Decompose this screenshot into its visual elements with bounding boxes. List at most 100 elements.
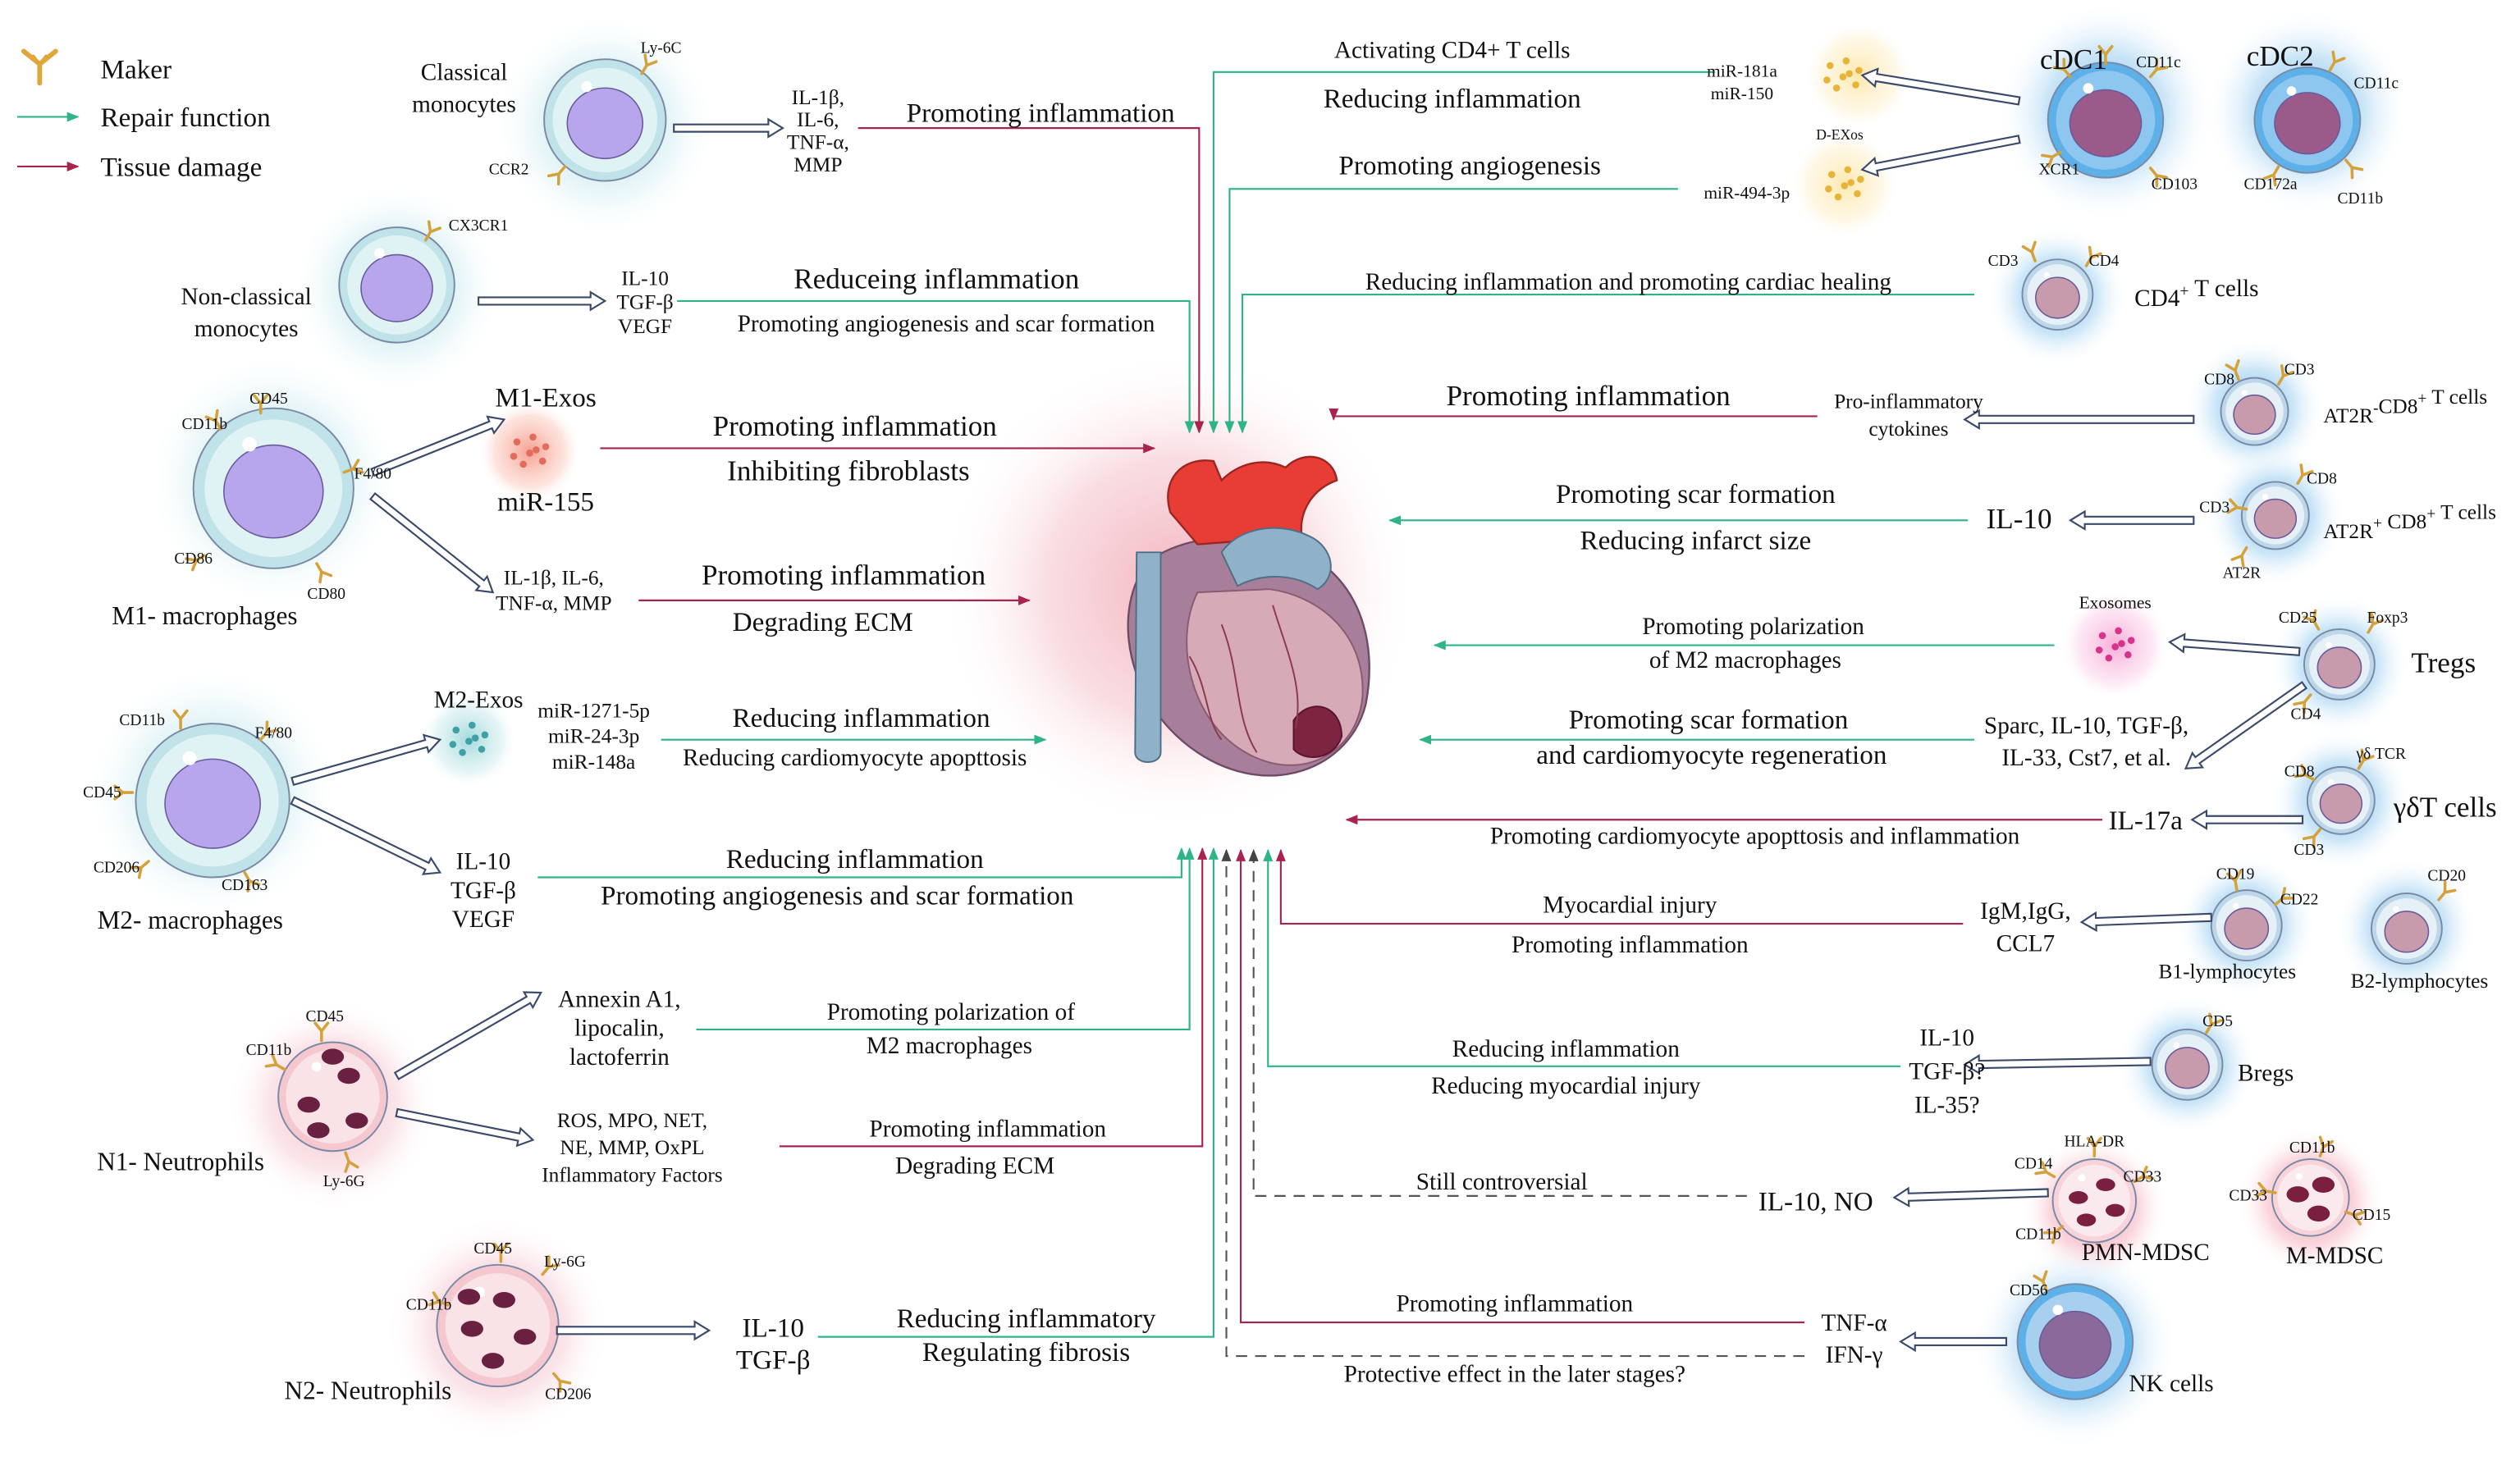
n2-receptor-icon [428,1291,450,1307]
pmn-receptor-icon [2133,1166,2155,1184]
marker-cd15: CD15 [2353,1207,2391,1224]
classical-factors-line: TNF-α, [787,131,849,154]
n1-granule [337,1067,360,1084]
marker-cd11b-n2: CD11b [406,1296,452,1313]
dc-mir1-line: miR-150 [1711,84,1773,103]
nk-effect2: Protective effect in the later stages? [1344,1361,1685,1387]
tregs-exosome-icon [2115,627,2122,635]
nk-line-2 [1221,848,1805,1358]
m1-exosome-icon [510,452,518,460]
m2-exosome-icon [459,748,466,756]
n1-effect-a2: M2 macrophages [867,1033,1032,1059]
m2-exos-effect1: Reducing inflammation [733,703,990,733]
m2-factors-line [537,847,1187,879]
at2rpos-name-part: CD8 [2382,510,2426,533]
n2-granule [492,1291,515,1308]
marker-cd11b-n1: CD11b [246,1042,292,1059]
at2rneg-name-part: AT2R [2323,404,2373,427]
bregs-receptor-icon [2205,1012,2223,1034]
b1-receptor-icon [2225,870,2242,892]
marker-cd3-gdt: CD3 [2294,842,2324,859]
mmdsc-receptor-icon [2255,1181,2277,1198]
y-receptor-stroke [2262,165,2280,187]
classical-factors-line: MMP [794,153,842,176]
mdsc-effect: Still controversial [1416,1169,1588,1195]
nk-cell [2016,1283,2134,1400]
marker-cd206: CD206 [94,860,140,877]
gdt-receptor-icon [2357,748,2375,770]
heart-infarct [1292,705,1343,759]
cell-nucleus [2035,276,2080,319]
nk-factors-line: IFN-γ [1826,1342,1883,1368]
y-receptor-stroke [423,220,441,242]
m1-exosome-icon [519,460,528,468]
n1-granule [297,1096,320,1113]
m2-receptor-icon [172,709,189,730]
classical-factors: IL-1β,IL-6,TNF-α,MMP [787,86,849,176]
n1-factors-a-line: lipocalin, [574,1016,665,1042]
y-receptor-stroke [2052,57,2072,79]
pmn-granule [2105,1203,2125,1217]
tregs-exosome-icon [2124,651,2132,659]
classical-line [858,127,1205,434]
nk-hollow-arrow [1899,1331,2008,1353]
cell-highlight [2393,906,2399,913]
b1-receptor-icon [2274,887,2295,906]
cdc2-cell [2253,66,2362,174]
mdsc-factors: IL-10, NO [1759,1186,1873,1217]
dexos-icon-1 [1826,62,1834,70]
marker-cd3-neg: CD3 [2284,362,2315,379]
dexos-icon-1 [1823,76,1831,84]
n2-receptor-icon [552,1372,572,1393]
y-receptor-stroke [2303,609,2321,631]
bregs-factors-line: TGF-β? [1909,1058,1985,1084]
marker-cx3cr1: CX3CR1 [449,217,509,235]
n2-granule [460,1321,483,1337]
y-receptor-stroke [2274,887,2295,906]
at2rpos-hollow-arrow [2068,509,2195,531]
gdt-cell [2306,765,2376,835]
y-receptor-stroke [243,870,261,893]
b-line [1275,848,1964,925]
classical-name-line: monocytes [412,92,516,118]
y-receptor-stroke [2367,612,2385,634]
nk-line-1 [1236,848,1805,1324]
marker-cd5: CD5 [2202,1013,2233,1030]
n2-neutrophil-cell [436,1263,560,1388]
cell-highlight [2326,641,2332,649]
nonclassical-name-line: Non-classical [181,284,311,310]
marker-cd103: CD103 [2152,176,2198,193]
n1-factors-a-line: lactoferrin [569,1044,670,1071]
marker-cd11b-dc: CD11b [2337,190,2383,208]
m2-effect2: Promoting angiogenesis and scar formatio… [601,881,1074,911]
dc-mir2: miR-494-3p [1704,183,1790,203]
m2-exos-effect2: Reducing cardiomyocyte apopttosis [683,745,1027,771]
marker-cd3-cd4: CD3 [1988,253,2019,270]
cell-nucleus [2319,783,2363,824]
b-factors: IgM,IgG,CCL7 [1980,898,2071,956]
tregs-cell [2303,628,2376,701]
nonclassical-effect1: Reduceing inflammation [794,263,1080,294]
tregs-effect-a1: Promoting polarization [1642,614,1864,640]
bregs-effect1: Reducing inflammation [1452,1036,1681,1062]
nonclassical-monocyte-cell [338,226,455,344]
at2rpos-name: AT2R+ CD8+ T cells [2323,500,2496,542]
n1-b-hollow-arrow [395,1107,535,1148]
cd4-name-part: CD4 [2134,285,2180,312]
cell-highlight [2262,494,2269,500]
marker-cd4-treg: CD4 [2291,705,2321,723]
m1-factors-hollow-arrow [368,491,495,594]
tregs-exosome-icon [2095,646,2103,654]
marker-ly6c: Ly-6C [641,39,682,57]
pmn-receptor-icon [2034,1161,2056,1179]
n1-a-line [696,847,1195,1030]
cell-nucleus [2274,92,2341,155]
n2-factors-line: TGF-β [736,1345,811,1376]
decorations [21,2,2477,1448]
y-receptor-stroke [2357,748,2375,770]
tregs-effect-b2: and cardiomyocyte regeneration [1536,740,1887,770]
marker-cd11b: CD11b [182,416,228,433]
